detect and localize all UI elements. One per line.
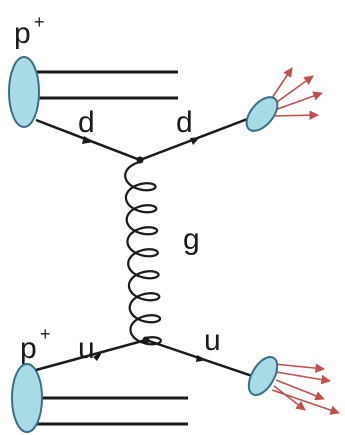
d-quark-in-arrow-icon — [82, 136, 94, 144]
top-proton-blob-icon — [8, 56, 40, 128]
top-proton-group: p + — [8, 12, 178, 128]
top-proton-label: p — [14, 17, 31, 50]
u-quark-in-line — [35, 338, 147, 372]
top-proton-charge: + — [34, 12, 45, 32]
gluon-line — [124, 160, 162, 346]
d-quark-in-label: d — [78, 106, 95, 139]
bottom-proton-group: p + — [11, 324, 188, 433]
d-quark-out-label: d — [176, 106, 193, 139]
bottom-jet-blob-icon — [247, 356, 279, 396]
top-jet-blob-icon — [245, 96, 279, 132]
bottom-proton-blob-icon — [11, 363, 43, 433]
d-quark-out-arrow-icon — [190, 137, 200, 145]
u-quark-out-label: u — [204, 324, 221, 357]
bottom-jet — [247, 356, 340, 415]
bottom-proton-label: p — [20, 332, 37, 365]
bottom-proton-charge: + — [40, 324, 51, 344]
gluon-label: g — [183, 223, 200, 256]
u-quark-out-arrow-icon — [196, 355, 207, 362]
u-quark-in-arrow-icon — [93, 351, 103, 361]
gluon-spring-icon — [124, 160, 162, 346]
u-quark-in-label: u — [78, 332, 95, 365]
top-jet — [245, 67, 323, 132]
